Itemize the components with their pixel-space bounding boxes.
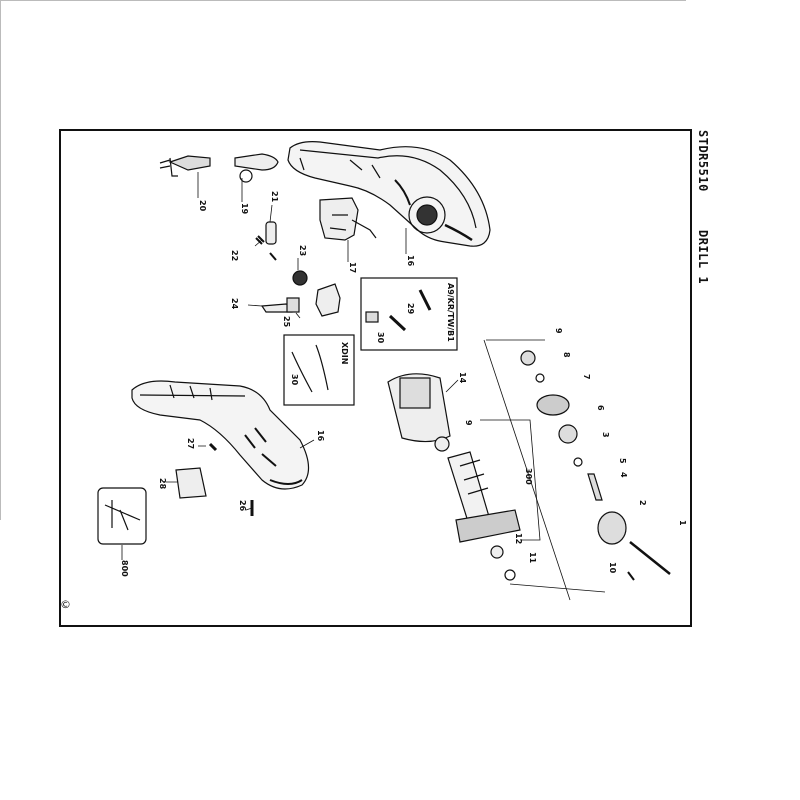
label-10: 10 (608, 562, 617, 574)
label-6: 6 (596, 405, 605, 411)
trigger-switch (319, 197, 377, 241)
label-5: 5 (618, 458, 627, 464)
armature (434, 419, 541, 581)
label-28: 28 (158, 478, 167, 490)
label-25: 25 (282, 316, 291, 328)
page-top-rule (0, 0, 686, 1)
label-800: 800 (120, 560, 129, 577)
label-16-lower: 16 (316, 430, 325, 442)
label-9-lower: 9 (464, 420, 473, 426)
cord-guard (234, 153, 279, 183)
label-2: 2 (638, 500, 647, 506)
variant-box-xdin (283, 334, 355, 406)
label-11: 11 (528, 552, 537, 564)
power-plug (159, 155, 211, 177)
rating-label (175, 467, 207, 499)
cord-clamp (255, 221, 277, 261)
housing-half-upper (287, 141, 491, 247)
label-27: 27 (186, 438, 195, 449)
stator-field (387, 373, 451, 443)
box-xdin-title: XDIN (340, 342, 349, 364)
label-30: 30 (376, 332, 385, 344)
label-21: 21 (270, 191, 279, 203)
label-30-xdin: 30 (290, 374, 299, 386)
label-1: 1 (678, 520, 687, 526)
accessory-box-800 (97, 487, 147, 545)
housing-half-lower (131, 380, 310, 490)
label-14: 14 (458, 372, 467, 384)
label-4: 4 (619, 472, 628, 478)
part-labels: 20 19 21 22 17 16 23 24 25 A9/KR/TW/B1 2… (120, 191, 687, 577)
box-a9-title: A9/KR/TW/B1 (446, 283, 455, 342)
label-8: 8 (562, 352, 571, 358)
label-20: 20 (198, 200, 207, 212)
variant-box-a9 (360, 277, 458, 351)
label-23: 23 (298, 245, 307, 256)
diagram-frame (59, 129, 692, 627)
label-26: 26 (238, 500, 247, 512)
label-29: 29 (406, 303, 415, 315)
label-22: 22 (230, 250, 239, 261)
label-300: 300 (524, 468, 533, 485)
leader-lines (121, 172, 459, 560)
gear-train (483, 339, 671, 601)
page-left-rule (0, 0, 1, 520)
label-19: 19 (240, 203, 249, 215)
label-9-upper: 9 (554, 328, 563, 334)
screw-27 (208, 442, 218, 452)
copyright-mark: © (60, 598, 71, 611)
label-3: 3 (601, 432, 610, 438)
label-7: 7 (582, 374, 591, 380)
label-24: 24 (230, 298, 239, 310)
brush-parts (260, 270, 341, 317)
label-17: 17 (348, 262, 357, 273)
label-12: 12 (514, 533, 523, 544)
label-16-upper: 16 (406, 255, 415, 267)
